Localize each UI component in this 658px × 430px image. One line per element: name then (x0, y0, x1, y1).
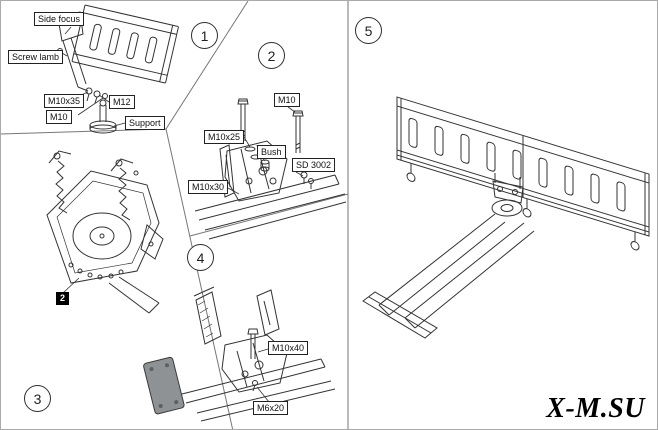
watermark-text: X-M.SU (546, 393, 645, 424)
label-m12: M12 (109, 95, 135, 109)
label-m10x40: M10x40 (268, 341, 309, 355)
part-badge-2: 2 (56, 292, 69, 305)
panel4-leader-lines (256, 348, 270, 403)
panel2-bracket-drawing (194, 98, 347, 240)
panel-number-3: 3 (24, 385, 51, 412)
panel-number-2: 2 (258, 42, 285, 69)
panel3-headstock-drawing (46, 150, 164, 314)
panel-number-1: 1 (191, 22, 218, 49)
panel4-bracket-drawing (143, 286, 336, 422)
label-m10x25: M10x25 (204, 130, 245, 144)
label-screw-lamb: Screw lamb (8, 50, 64, 64)
panel-number-4: 4 (187, 244, 214, 271)
label-m6x20: M6x20 (253, 401, 289, 415)
label-side-focus: Side focus (34, 12, 85, 26)
panel5-assembly-drawing (362, 96, 650, 339)
label-m10x30: M10x30 (188, 180, 229, 194)
panel2-leader-lines (227, 106, 304, 195)
label-support: Support (125, 116, 165, 130)
panel-number-5: 5 (355, 17, 382, 44)
label-bush: Bush (257, 145, 286, 159)
label-sd3002: SD 3002 (292, 158, 336, 172)
label-m10x35: M10x35 (44, 94, 85, 108)
label-m10-panel2: M10 (274, 93, 300, 107)
panel3-leader-lines (62, 277, 80, 294)
panel-dividers (1, 1, 349, 429)
label-m10-panel1: M10 (46, 110, 72, 124)
